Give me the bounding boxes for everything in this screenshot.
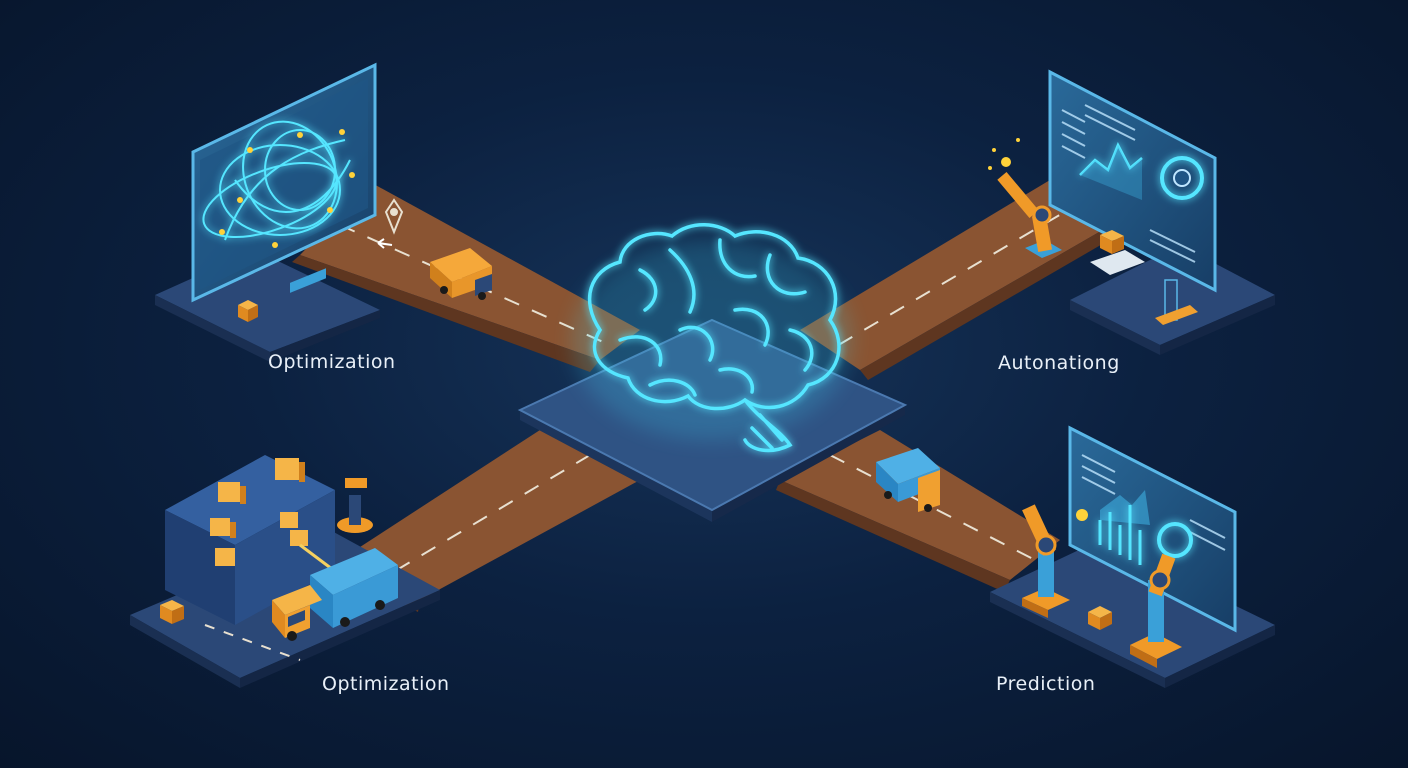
label-optimization-bottom: Optimization [322,673,450,695]
brain-icon [572,223,852,453]
panel-top-right [1048,69,1275,355]
panel-bottom-right [990,540,1275,688]
route-network-icon [191,62,377,303]
robot-arm-icon [988,138,1062,258]
map-pin-icon [384,198,404,235]
truck-icon-large [272,548,398,641]
truck-icon [430,248,492,300]
robot-arm-icon-pair [1022,504,1182,668]
label-optimization-top: Optimization [268,351,396,373]
arrow-icon [377,238,393,249]
label-prediction: Prediction [996,673,1096,695]
box-icon [238,300,258,322]
panel-top-left [155,62,380,362]
box-stack-icon [1090,230,1145,275]
prediction-screen-icon [1068,425,1237,633]
dashboard-icon [1048,69,1217,293]
warehouse-icon [160,455,335,625]
truck-icon-bottom-right [876,448,940,512]
label-automating: Autonationg [998,352,1120,374]
